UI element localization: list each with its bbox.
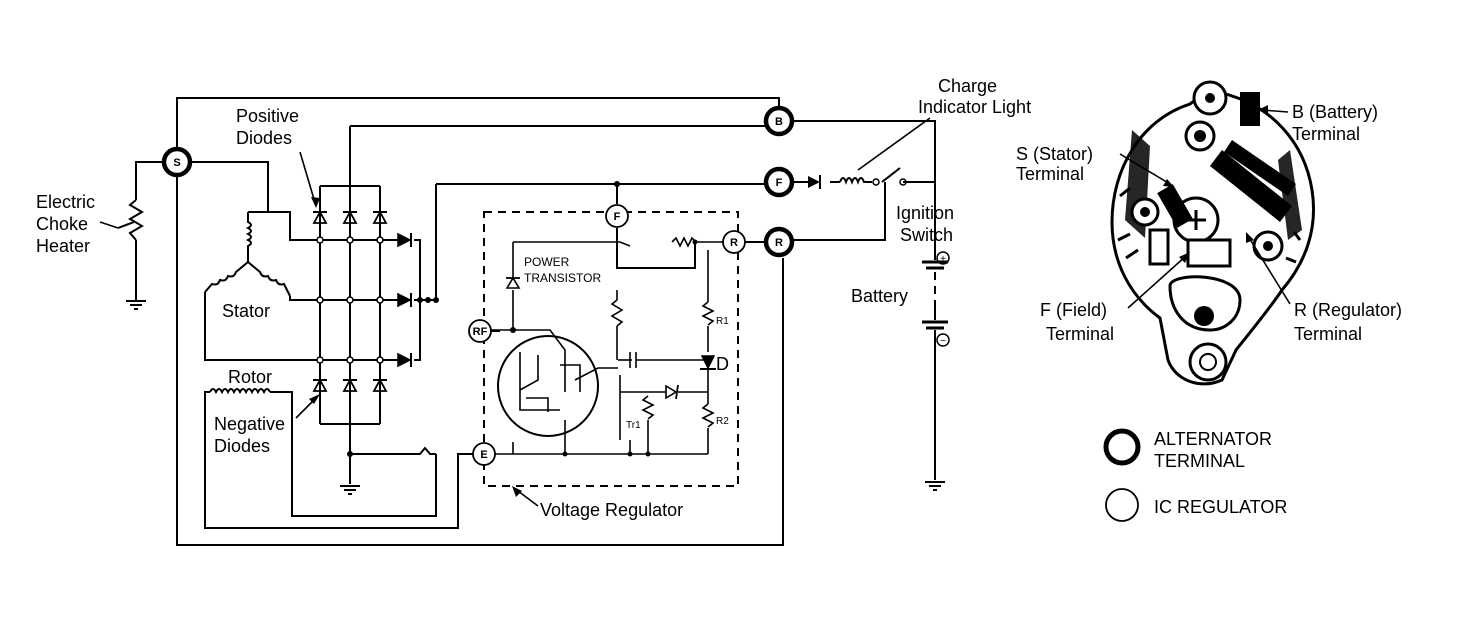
positive-diodes-label: Positive Diodes [236, 106, 304, 148]
svg-text:F (Field) Terminal: F (Field) Terminal [1040, 300, 1114, 344]
battery-plus-label: + [940, 254, 946, 265]
svg-text:R: R [730, 237, 738, 249]
trio-diode [397, 352, 412, 368]
svg-text:S: S [173, 157, 180, 169]
ic-regulator-terminal-f: F [605, 204, 629, 228]
outer-wiring [135, 97, 936, 546]
r1-label: R1 [716, 316, 729, 327]
ic-regulator-terminal-r: R [722, 230, 746, 254]
charge-indicator-light-label: Charge Indicator Light [918, 76, 1031, 117]
callout-b-terminal: B (Battery) Terminal [1258, 102, 1383, 144]
tr1-label: Tr1 [626, 420, 641, 431]
voltage-regulator [483, 181, 739, 487]
battery-symbol: + − [922, 251, 950, 491]
ic-regulator-terminal-rf: RF [468, 319, 492, 343]
svg-text:RF: RF [473, 326, 488, 338]
battery-minus-label: − [940, 336, 946, 347]
callout-r-terminal: R (Regulator) Terminal [1246, 232, 1407, 344]
alternator-terminal-r: R [763, 226, 795, 258]
stator-windings [204, 211, 320, 361]
trio-diode [397, 232, 412, 248]
electric-choke-heater-label: Electric Choke Heater [36, 192, 100, 256]
power-transistor-label: POWER TRANSISTOR [524, 255, 601, 285]
d-label: D [716, 354, 729, 374]
stator-label: Stator [222, 301, 270, 321]
trio-diode [397, 292, 412, 308]
svg-text:IC REGULATOR: IC REGULATOR [1154, 497, 1287, 517]
negative-diodes-label: Negative Diodes [214, 414, 290, 456]
rotor-winding [204, 388, 474, 529]
ic-regulator-terminal-e: E [472, 442, 496, 466]
callout-f-terminal: F (Field) Terminal [1040, 252, 1190, 344]
svg-text:ALTERNATOR TERMINAL: ALTERNATOR TERMINAL [1154, 429, 1277, 471]
alternator-rear-view [1110, 80, 1316, 386]
ignition-switch-label: Ignition Switch [896, 203, 959, 245]
svg-text:E: E [480, 449, 487, 461]
r2-label: R2 [716, 416, 729, 427]
rotor-label: Rotor [228, 367, 272, 387]
battery-label: Battery [851, 286, 908, 306]
svg-text:R (Regulator) Terminal: R (Regulator) Terminal [1294, 300, 1407, 344]
charge-indicator-light [808, 117, 931, 189]
svg-text:S (Stator) Terminal: S (Stator) Terminal [1016, 144, 1098, 184]
alternator-terminal-f: F [763, 166, 795, 198]
alternator-terminal-s: S [161, 146, 193, 178]
legend-ic-regulator: IC REGULATOR [1105, 488, 1287, 522]
svg-text:F: F [614, 211, 621, 223]
voltage-regulator-label: Voltage Regulator [540, 500, 683, 520]
choke-heater-resistor [128, 199, 144, 241]
legend-alternator-terminal: ALTERNATOR TERMINAL [1103, 428, 1277, 471]
svg-text:R: R [775, 237, 783, 249]
alternator-terminal-b: B [763, 105, 795, 137]
rectifier-bridge [312, 185, 439, 495]
callout-s-terminal: S (Stator) Terminal [1016, 144, 1174, 187]
svg-text:B (Battery) Terminal: B (Battery) Terminal [1292, 102, 1383, 144]
svg-text:B: B [775, 116, 783, 128]
svg-text:F: F [776, 177, 783, 189]
